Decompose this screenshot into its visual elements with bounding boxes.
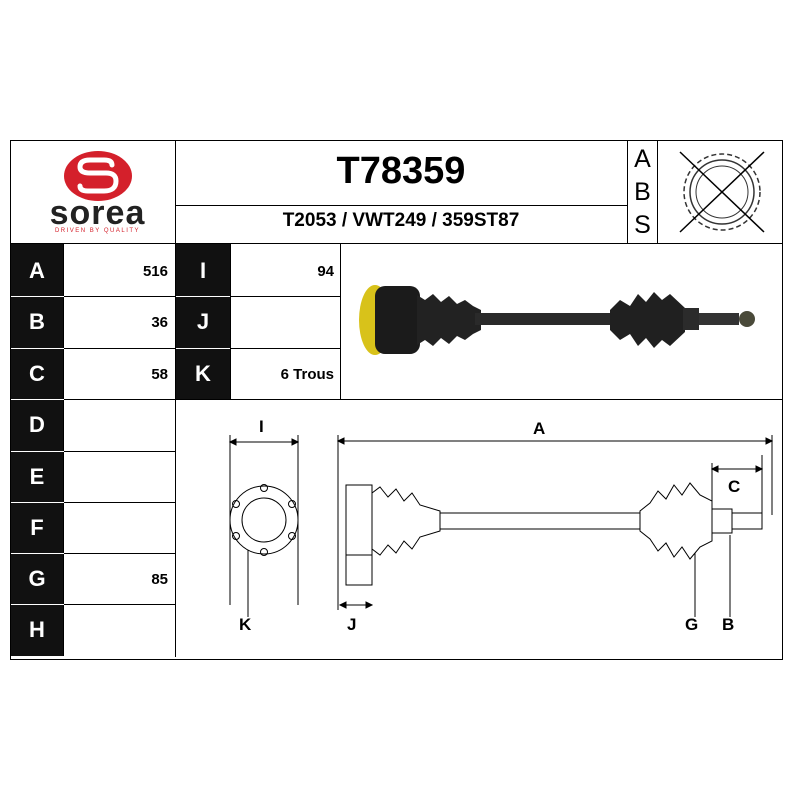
divider — [64, 604, 175, 605]
spec-key: H — [11, 607, 63, 653]
cross-references: T2053 / VWT249 / 359ST87 — [282, 210, 520, 231]
dim-label-g: G — [685, 615, 699, 634]
spec-key: D — [11, 402, 63, 448]
brand-emblem-icon — [64, 151, 132, 201]
spec-value: 516 — [142, 262, 168, 280]
spec-value — [64, 454, 168, 500]
dim-label-c: C — [728, 477, 741, 496]
spec-value: 6 Trous — [280, 365, 334, 383]
divider — [231, 348, 340, 349]
abs-label: A B S — [628, 141, 657, 243]
divider — [63, 244, 64, 656]
abs-letter: S — [634, 210, 651, 239]
spec-key: A — [11, 248, 63, 294]
spec-value — [64, 505, 168, 551]
divider — [627, 141, 628, 243]
divider — [64, 399, 175, 400]
divider — [176, 296, 230, 297]
spec-value — [64, 607, 168, 653]
divider — [11, 243, 782, 244]
spec-key: C — [11, 351, 63, 397]
divider — [64, 502, 175, 503]
brand-name: sorea — [49, 194, 146, 232]
spec-value: 85 — [151, 570, 168, 588]
spec-value — [231, 299, 334, 345]
spec-key: G — [11, 556, 63, 602]
abs-letter: B — [634, 177, 651, 206]
dim-label-b: B — [722, 615, 735, 634]
divider — [175, 141, 176, 657]
dim-label-k: K — [239, 615, 252, 634]
spec-value — [64, 402, 168, 448]
dim-label-a: A — [533, 419, 546, 438]
divider — [64, 296, 175, 297]
divider — [231, 296, 340, 297]
spec-value: 36 — [151, 313, 168, 331]
divider — [176, 399, 782, 400]
abs-letter: A — [634, 144, 651, 173]
spec-value: 58 — [151, 365, 168, 383]
part-number: T78359 — [336, 150, 466, 192]
product-sheet — [10, 140, 783, 660]
dim-label-j: J — [347, 615, 357, 634]
divider — [64, 553, 175, 554]
divider — [340, 244, 341, 399]
spec-key: E — [11, 454, 63, 500]
divider — [176, 348, 230, 349]
brand-tagline: DRIVEN BY QUALITY — [54, 228, 141, 234]
spec-key: I — [176, 248, 230, 294]
spec-key: K — [176, 351, 230, 397]
divider — [64, 451, 175, 452]
spec-key: J — [176, 299, 230, 345]
abs-ring-crossed-icon — [672, 146, 772, 238]
dim-label-i: I — [259, 417, 264, 436]
divider — [64, 348, 175, 349]
dimension-diagram: I A C K J G B — [180, 405, 780, 655]
divider — [230, 244, 231, 399]
spec-key: B — [11, 299, 63, 345]
divider — [175, 205, 627, 206]
spec-key: F — [11, 505, 63, 551]
drive-shaft-photo — [345, 250, 775, 395]
divider — [657, 141, 658, 243]
brand-logo: sorea DRIVEN BY QUALITY — [30, 148, 165, 238]
spec-value: 94 — [317, 262, 334, 280]
